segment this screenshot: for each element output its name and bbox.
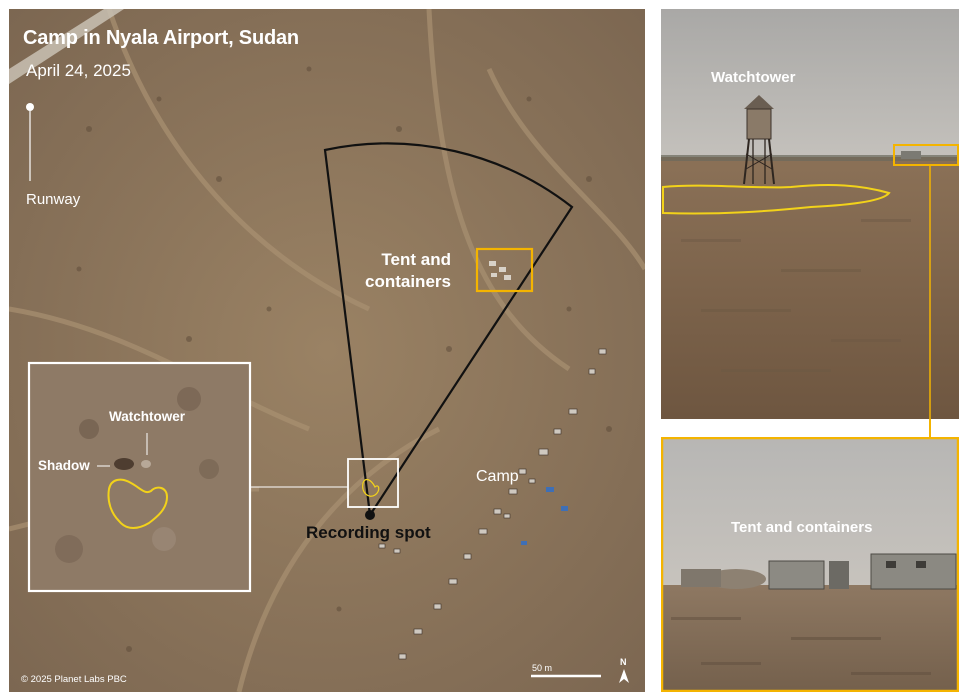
runway-marker-dot xyxy=(26,103,34,111)
photo-connector-gap-line xyxy=(929,419,931,437)
inset-watchtower-label: Watchtower xyxy=(109,409,186,424)
map-date: April 24, 2025 xyxy=(26,61,131,80)
camp-objects xyxy=(378,348,607,660)
blue-tarps xyxy=(521,487,568,545)
north-label: N xyxy=(620,657,627,667)
shrub-dots xyxy=(76,66,612,652)
watchtower-photo-graphics xyxy=(661,9,959,419)
tent-label-line-2: containers xyxy=(365,272,451,291)
camp-label: Camp xyxy=(476,468,519,485)
ground-texture xyxy=(681,219,911,372)
tent-containers-label: Tent and containers xyxy=(365,249,451,293)
image-credit: © 2025 Planet Labs PBC xyxy=(21,674,127,685)
tent-photo-graphics xyxy=(661,437,959,692)
satellite-map: Camp in Nyala Airport, Sudan April 24, 2… xyxy=(9,9,645,692)
map-graphics xyxy=(9,9,645,692)
tent-containers-marks xyxy=(489,261,511,280)
watchtower-area-outline-photo xyxy=(662,184,891,215)
horizon-line xyxy=(661,155,959,161)
tent-highlight-box xyxy=(475,247,534,293)
recording-spot-label: Recording spot xyxy=(306,523,431,542)
tent-label-line-1: Tent and xyxy=(381,250,451,269)
watchtower-area-outline-small xyxy=(362,478,380,497)
runway-label: Runway xyxy=(26,191,81,208)
camera-view-sector xyxy=(323,142,574,519)
runway-strip xyxy=(9,9,124,84)
inset-frame xyxy=(27,361,252,593)
photo-frame-highlight xyxy=(661,437,959,692)
watchtower-blob xyxy=(141,460,151,468)
inset-map xyxy=(27,361,252,593)
watchtower-area-outline xyxy=(107,478,169,529)
ground-texture-bottom xyxy=(671,617,931,675)
tent-containers-photo: Tent and containers xyxy=(661,437,959,692)
ground xyxy=(661,157,959,419)
watchtower-photo: Watchtower xyxy=(661,9,959,419)
containers-highlight-box xyxy=(893,144,959,166)
recording-spot-marker xyxy=(365,510,375,520)
sky xyxy=(661,9,959,159)
zoom-source-box xyxy=(347,458,399,508)
watchtower-structure xyxy=(743,95,775,185)
distant-containers xyxy=(901,151,921,159)
tent-and-containers xyxy=(681,553,957,590)
inset-shadow-label: Shadow xyxy=(38,458,90,473)
photo-tent-label: Tent and containers xyxy=(731,519,873,536)
photo-watchtower-label: Watchtower xyxy=(711,69,796,86)
scale-label: 50 m xyxy=(532,663,553,673)
north-arrow-icon xyxy=(619,669,629,683)
shadow-blob xyxy=(114,458,134,470)
map-title: Camp in Nyala Airport, Sudan xyxy=(23,27,299,49)
